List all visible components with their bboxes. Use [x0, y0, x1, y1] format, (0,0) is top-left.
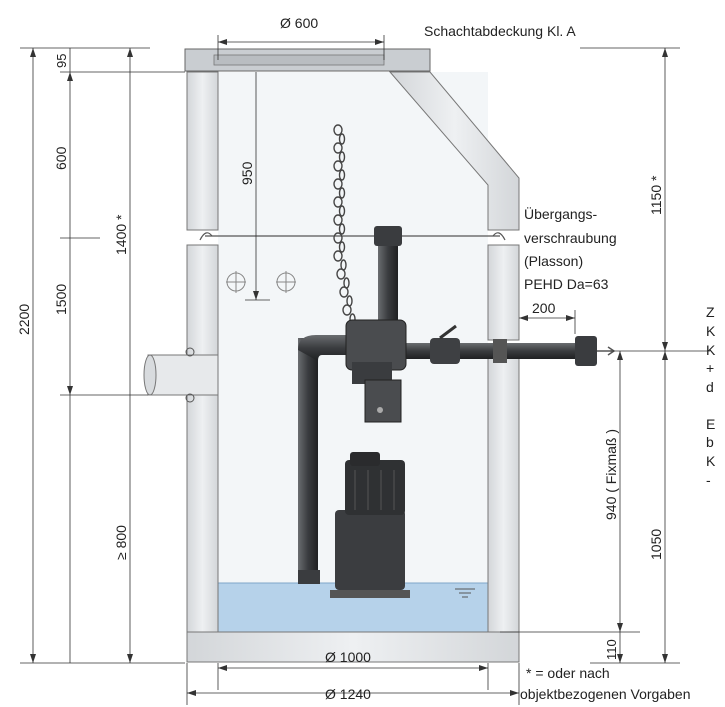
lower-right-wall-bottom [487, 344, 520, 633]
svg-text:d: d [706, 379, 714, 395]
dimension-arrows [30, 39, 668, 696]
dim-1050-label: 1050 [648, 529, 664, 560]
svg-text:K: K [706, 453, 716, 469]
chain-link [333, 142, 343, 154]
upper-left-wall [186, 71, 219, 231]
dim-950-label: 950 [239, 161, 255, 185]
chain-link [333, 214, 343, 226]
diameter-1240-label: Ø 1240 [325, 686, 371, 702]
shaft-floor [186, 631, 520, 663]
footnote-line-1: * = oder nach [526, 665, 610, 681]
inlet-pipe [143, 347, 219, 403]
water-surface-symbol [455, 588, 475, 598]
svg-text:verschraubung: verschraubung [524, 230, 617, 246]
dim-110-label: 110 [604, 639, 619, 660]
chain-link [338, 205, 346, 217]
dim-1150-label: 1150 * [648, 175, 664, 215]
dimension-lines [20, 35, 710, 705]
transition-fitting-label: Übergangs- verschraubung (Plasson) PEHD … [524, 205, 617, 292]
lower-right-wall-top [487, 244, 520, 341]
chain-link [338, 169, 346, 181]
chain-link [338, 133, 346, 145]
cover-label: Schachtabdeckung Kl. A [424, 23, 576, 39]
dim-800-label: ≥ 800 [113, 525, 129, 560]
chain-link [333, 196, 343, 208]
chain-link [338, 187, 346, 199]
chain-link [339, 286, 349, 298]
chain-link [338, 223, 346, 235]
dim-1500-label: 1500 [53, 284, 69, 315]
dim-1400-label: 1400 * [113, 214, 129, 255]
svg-text:(Plasson): (Plasson) [524, 253, 583, 269]
dim-200-label: 200 [532, 300, 556, 316]
chain-link [333, 178, 343, 190]
chain-link [333, 160, 343, 172]
manhole-cover [184, 48, 431, 72]
upper-right-cone [388, 71, 520, 231]
dim-95-label: 95 [54, 54, 69, 68]
chain-link [333, 250, 343, 262]
svg-text:Z: Z [706, 304, 715, 320]
chain [333, 124, 356, 325]
float-switch-icons [226, 271, 296, 293]
submersible-pump [298, 452, 410, 598]
svg-text:-: - [706, 472, 711, 488]
joint-ring [199, 232, 506, 241]
svg-text:PEHD Da=63: PEHD Da=63 [524, 276, 609, 292]
chain-link [336, 268, 346, 280]
svg-text:E: E [706, 416, 715, 432]
svg-text:b: b [706, 434, 714, 450]
clipped-right-notes: Z K K + d E b K - [706, 304, 716, 488]
valve-assembly [345, 319, 460, 423]
chain-link [338, 151, 346, 163]
svg-text:Übergangs-: Übergangs- [524, 205, 597, 222]
dim-600-label: 600 [53, 146, 69, 170]
svg-text:+: + [706, 360, 714, 376]
svg-text:K: K [706, 342, 716, 358]
diameter-600-label: Ø 600 [280, 15, 318, 31]
chain-link [333, 232, 343, 244]
dim-2200-label: 2200 [16, 304, 32, 335]
chain-link [333, 124, 343, 136]
chain-link [338, 241, 346, 253]
dim-940-label: 940 ( Fixmaß ) [603, 429, 619, 520]
lower-left-wall [186, 244, 219, 633]
footnote-line-2: objektbezogenen Vorgaben [520, 686, 690, 702]
diameter-1000-label: Ø 1000 [325, 649, 371, 665]
chain-link [342, 304, 352, 316]
svg-text:K: K [706, 323, 716, 339]
